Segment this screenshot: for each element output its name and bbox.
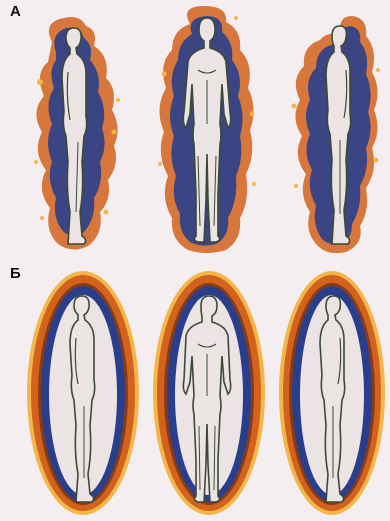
panel-a: А xyxy=(0,0,390,262)
aura-figure-front-b2 xyxy=(150,268,268,518)
aura-figure-side-b3 xyxy=(276,268,388,518)
panel-label-a: А xyxy=(10,4,21,19)
aura-figure-front-a2 xyxy=(150,4,265,257)
aura-figure-side-b1 xyxy=(24,268,142,518)
panel-label-b: Б xyxy=(10,266,21,281)
panel-b: Б xyxy=(0,262,390,521)
aura-figure-side-a1 xyxy=(22,12,132,257)
aura-figure-side-a3 xyxy=(280,10,385,257)
